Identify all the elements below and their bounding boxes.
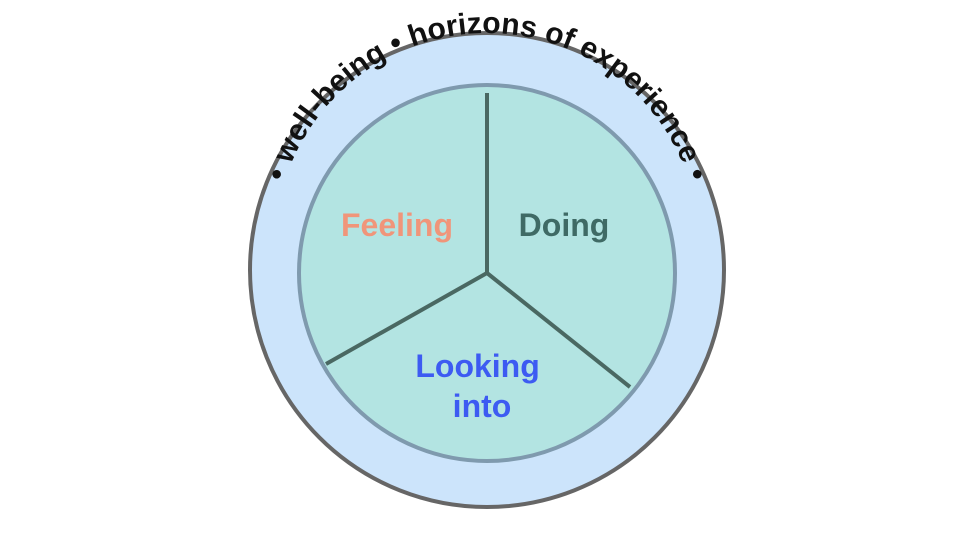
divider-left (325, 271, 488, 366)
segment-doing-label: Doing (519, 207, 610, 243)
divider-right (485, 271, 632, 389)
segment-feeling-label: Feeling (341, 207, 453, 243)
segment-looking-into-label: Looking into (415, 348, 548, 424)
